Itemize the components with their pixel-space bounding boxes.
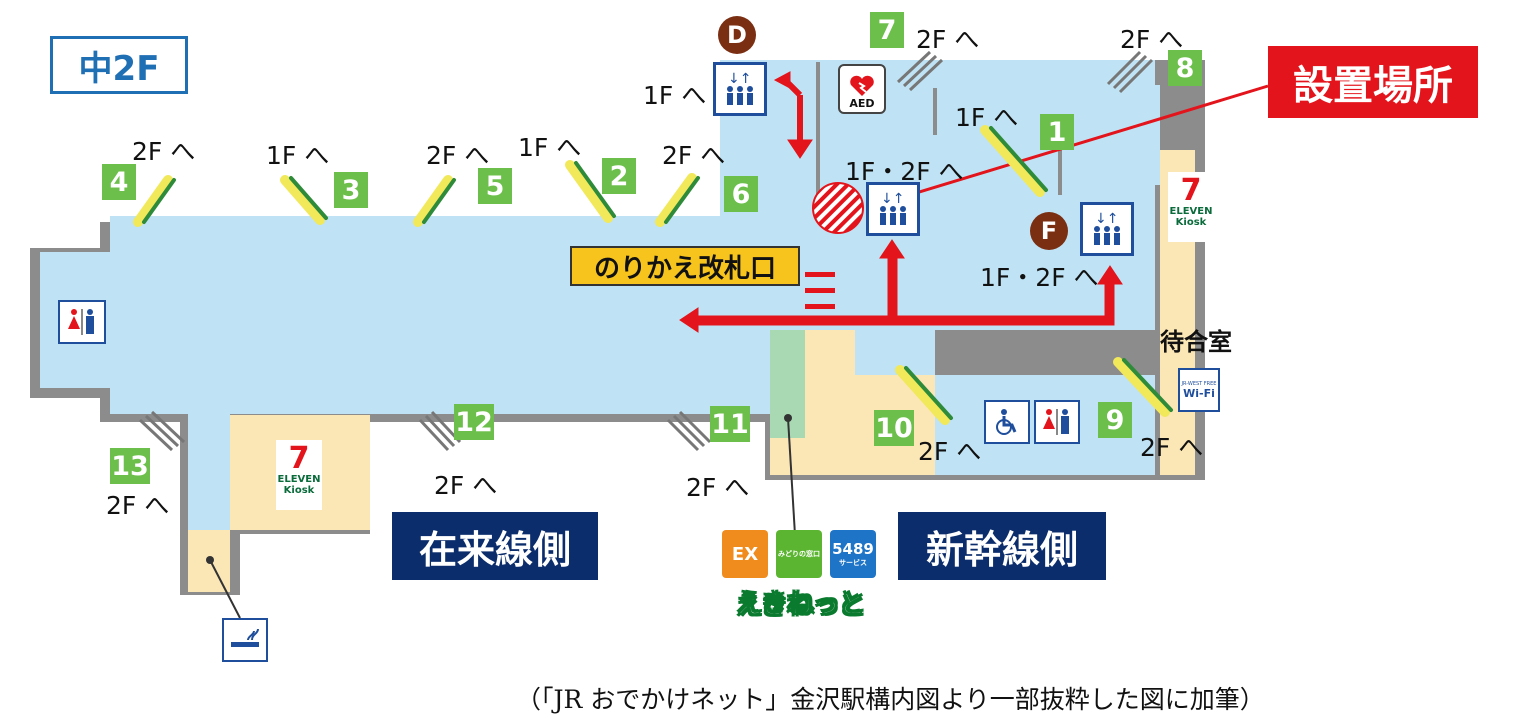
escalator-9 bbox=[1113, 357, 1173, 417]
wifi-icon: JR-WEST FREE Wi-Fi bbox=[1178, 368, 1220, 412]
svg-text:↓↑: ↓↑ bbox=[881, 191, 904, 207]
elevator-d-icon: ↓↑ bbox=[713, 62, 767, 116]
stair-number-9: 9 bbox=[1098, 402, 1132, 438]
floor-label: 中2F bbox=[50, 36, 188, 94]
elevator-f-icon: ↓↑ bbox=[1080, 202, 1134, 256]
5489-label: 5489 bbox=[832, 540, 874, 558]
stair-number-13: 13 bbox=[110, 448, 150, 484]
stairs-13 bbox=[138, 410, 186, 452]
restroom-icon-shinkansen bbox=[1034, 400, 1080, 444]
restroom-icon bbox=[58, 300, 106, 344]
seven-eleven-logo-icon: 7 bbox=[1180, 173, 1202, 208]
shinkansen-side-label: 新幹線側 bbox=[898, 512, 1106, 580]
kiosk-store-upper: 7 ELEVEN Kiosk bbox=[1168, 172, 1214, 242]
stair-destination-3: 1F へ bbox=[266, 141, 330, 170]
midori-window-label: みどりの窓口 bbox=[778, 550, 820, 558]
kiosk-store-lower: 7 ELEVEN Kiosk bbox=[276, 440, 322, 510]
waiting-room-label: 待合室 bbox=[1160, 328, 1232, 356]
stair-number-3: 3 bbox=[334, 172, 368, 208]
escalator-1 bbox=[980, 125, 1048, 197]
stair-destination-11: 2F へ bbox=[686, 473, 750, 502]
aed-label: AED bbox=[849, 97, 875, 110]
elevator-f-destination: 1F・2F へ bbox=[980, 263, 1099, 292]
escalator-10 bbox=[895, 365, 953, 425]
seven-eleven-logo-icon: 7 bbox=[288, 441, 310, 476]
escalators bbox=[133, 125, 1173, 425]
5489-sub-label: サービス bbox=[839, 559, 867, 567]
conventional-line-side-label: 在来線側 bbox=[392, 512, 598, 580]
stair-number-4: 4 bbox=[102, 164, 136, 200]
kiosk-line2: Kiosk bbox=[1175, 217, 1207, 228]
wifi-line1: JR-WEST FREE bbox=[1181, 380, 1217, 387]
kiosk-line1: ELEVEN bbox=[277, 474, 321, 485]
shop-areas bbox=[188, 150, 1195, 592]
stair-number-8: 8 bbox=[1168, 50, 1202, 86]
kiosk-line2: Kiosk bbox=[283, 485, 315, 496]
transfer-gate-label: のりかえ改札口 bbox=[570, 246, 800, 286]
fixed-stairs bbox=[138, 50, 1154, 452]
midori-window-icon: みどりの窓口 bbox=[776, 530, 822, 578]
escalator-4 bbox=[133, 175, 176, 227]
stair-number-11: 11 bbox=[710, 406, 750, 442]
svg-text:↓↑: ↓↑ bbox=[728, 71, 751, 87]
escalator-2 bbox=[565, 160, 616, 223]
stair-destination-7: 2F へ bbox=[916, 25, 980, 54]
kiosk-line1: ELEVEN bbox=[1169, 206, 1213, 217]
ex-service-icon: EX bbox=[722, 530, 768, 578]
source-caption: （「JR おでかけネット」金沢駅構内図より一部抜粋した図に加筆） bbox=[516, 685, 1265, 714]
stairs-7 bbox=[896, 50, 944, 92]
svg-text:↓↑: ↓↑ bbox=[1095, 211, 1118, 227]
elevator-center-destination: 1F・2F へ bbox=[845, 157, 964, 186]
stair-number-2: 2 bbox=[602, 158, 636, 194]
stair-destination-4: 2F へ bbox=[132, 137, 196, 166]
smoking-area-icon bbox=[222, 618, 268, 662]
5489-service-icon: 5489 サービス bbox=[830, 530, 876, 578]
stair-number-10: 10 bbox=[874, 410, 914, 446]
stair-destination-2: 1F へ bbox=[518, 133, 582, 162]
stair-destination-13: 2F へ bbox=[106, 491, 170, 520]
stair-destination-10: 2F へ bbox=[918, 437, 982, 466]
stairs-11 bbox=[666, 410, 712, 452]
installation-location-label: 設置場所 bbox=[1268, 46, 1478, 118]
stair-destination-9: 2F へ bbox=[1140, 433, 1204, 462]
escalator-3 bbox=[280, 175, 328, 225]
elevator-d-destination: 1F へ bbox=[643, 81, 707, 110]
elevator-center-icon: ↓↑ bbox=[866, 182, 920, 236]
installation-location-marker bbox=[812, 182, 864, 234]
stairs-8 bbox=[1106, 50, 1154, 94]
stair-destination-1: 1F へ bbox=[955, 103, 1019, 132]
escalator-6 bbox=[655, 173, 700, 227]
aed-icon: AED bbox=[838, 64, 886, 114]
wifi-line2: Wi-Fi bbox=[1183, 386, 1215, 400]
stair-number-7: 7 bbox=[870, 12, 904, 48]
stair-number-6: 6 bbox=[724, 176, 758, 212]
stair-destination-12: 2F へ bbox=[434, 471, 498, 500]
stair-number-12: 12 bbox=[454, 404, 494, 440]
elevator-f-marker: F bbox=[1030, 212, 1068, 250]
wheelchair-accessible-icon bbox=[984, 400, 1030, 444]
stair-destination-6: 2F へ bbox=[662, 141, 726, 170]
elevator-d-marker: D bbox=[718, 16, 756, 54]
stair-number-1: 1 bbox=[1040, 114, 1074, 150]
stair-number-5: 5 bbox=[478, 168, 512, 204]
stair-destination-8: 2F へ bbox=[1120, 25, 1184, 54]
escalator-5 bbox=[413, 175, 456, 227]
stair-destination-5: 2F へ bbox=[426, 141, 490, 170]
ekinet-logo: えきねっと bbox=[735, 590, 866, 621]
